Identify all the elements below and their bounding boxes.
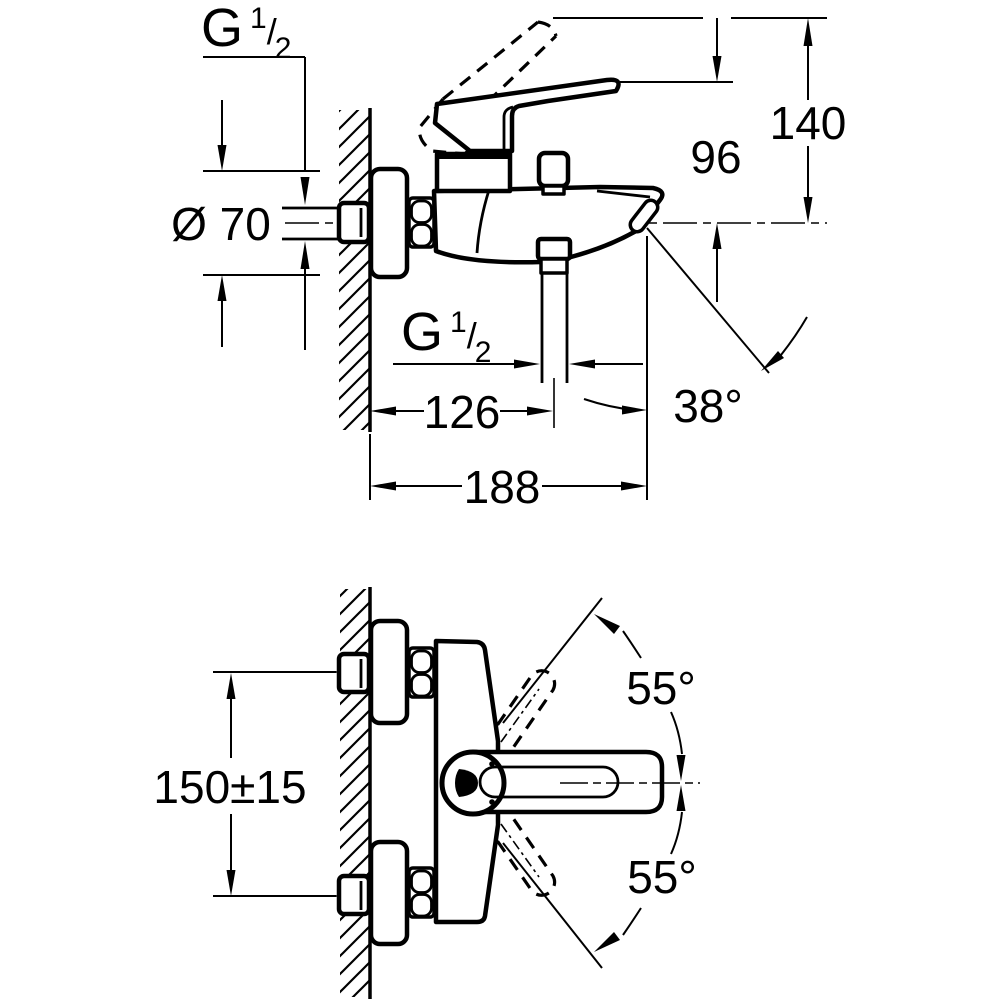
escutcheon [368,618,410,726]
spray-angle-line [646,227,770,374]
plan-view: 150±15 55° 55° [153,587,700,999]
wall-hatch [340,589,370,997]
hex-nut-facet [410,649,433,674]
lever-hole [455,769,478,797]
dim-label-55deg-upper: 55° [626,662,696,714]
dim-label-188: 188 [464,461,541,513]
spout-body [431,184,665,265]
supply-pipe-stub [282,206,340,241]
side-view-dimensions [203,17,827,500]
hex-nut-facet [410,893,433,918]
escutcheon [368,839,410,947]
lever-grip-contour [478,765,620,799]
body-contour-line [475,189,491,254]
dim-label-150: 150±15 [153,761,306,813]
hex-nut-facet [410,199,433,224]
swivel-angle-dimensions [502,597,686,969]
union-nut [336,873,372,917]
wall-hatch [339,110,370,430]
hex-nut-facet [410,673,433,698]
lever-handle [432,77,621,154]
spout-edge-line [596,189,651,199]
dim-label-126: 126 [424,386,501,438]
cartridge-block [434,151,513,194]
hose-ring [539,257,569,275]
dim-label-96: 96 [690,131,741,183]
handle-swivel-positions [483,669,557,897]
dim-label-140: 140 [770,97,847,149]
diverter-knob [536,150,571,189]
hose-collar [535,236,573,262]
connection-distance-dimension [226,673,236,896]
dim-label-38deg: 38° [673,380,743,432]
lever-open-position [417,20,558,156]
swivel-limit-line-lower [502,842,603,969]
hose-pipe [540,273,569,383]
swivel-limit-line-upper [502,597,603,724]
diverter-knob-base [541,184,566,196]
escutcheon [368,166,410,280]
detail-dot [489,761,495,767]
lever-neck-line [502,105,514,151]
hex-nut-facet [410,223,433,248]
union-nut [336,200,372,245]
dim-label-diameter70: Ø 70 [171,198,271,250]
hex-nut-facet [410,869,433,894]
union-nut [336,651,372,695]
dim-label-55deg-lower: 55° [627,851,697,903]
detail-dot [489,799,495,805]
aerator-outlet [628,198,660,234]
extension-lines [213,671,336,897]
